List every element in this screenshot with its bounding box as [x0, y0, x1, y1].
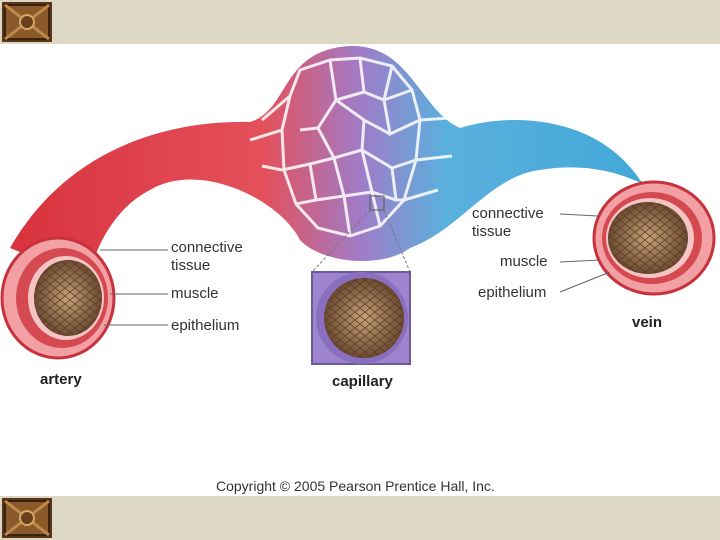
vein-muscle-label: muscle	[500, 253, 548, 270]
vein-connective-line1: connective	[472, 205, 544, 222]
vessel-body	[10, 45, 712, 280]
vein-connective-line2: tissue	[472, 223, 512, 240]
artery-muscle-label: muscle	[171, 285, 219, 302]
wood-tile-icon	[2, 498, 52, 538]
artery-epithelium-label: epithelium	[171, 317, 240, 334]
vein-epithelium-label: epithelium	[478, 284, 547, 301]
top-band	[0, 0, 720, 44]
copyright-notice: Copyright © 2005 Pearson Prentice Hall, …	[216, 478, 495, 494]
vein-cross-section	[592, 180, 716, 296]
capillary-zoom-callout	[311, 195, 411, 365]
artery-connective-tissue-label: connective tissue	[171, 239, 243, 275]
artery-connective-line2: tissue	[171, 257, 211, 274]
capillary-title: capillary	[332, 373, 393, 390]
bottom-band	[0, 496, 720, 540]
wood-tile-icon	[2, 2, 52, 42]
artery-connective-line1: connective	[171, 239, 243, 256]
leader-lines	[100, 213, 611, 326]
vein-title: vein	[632, 314, 663, 331]
artery-cross-section	[0, 236, 116, 360]
artery-title: artery	[40, 371, 82, 388]
vein-connective-tissue-label: connective tissue	[472, 205, 544, 241]
capillary-network	[249, 56, 453, 238]
